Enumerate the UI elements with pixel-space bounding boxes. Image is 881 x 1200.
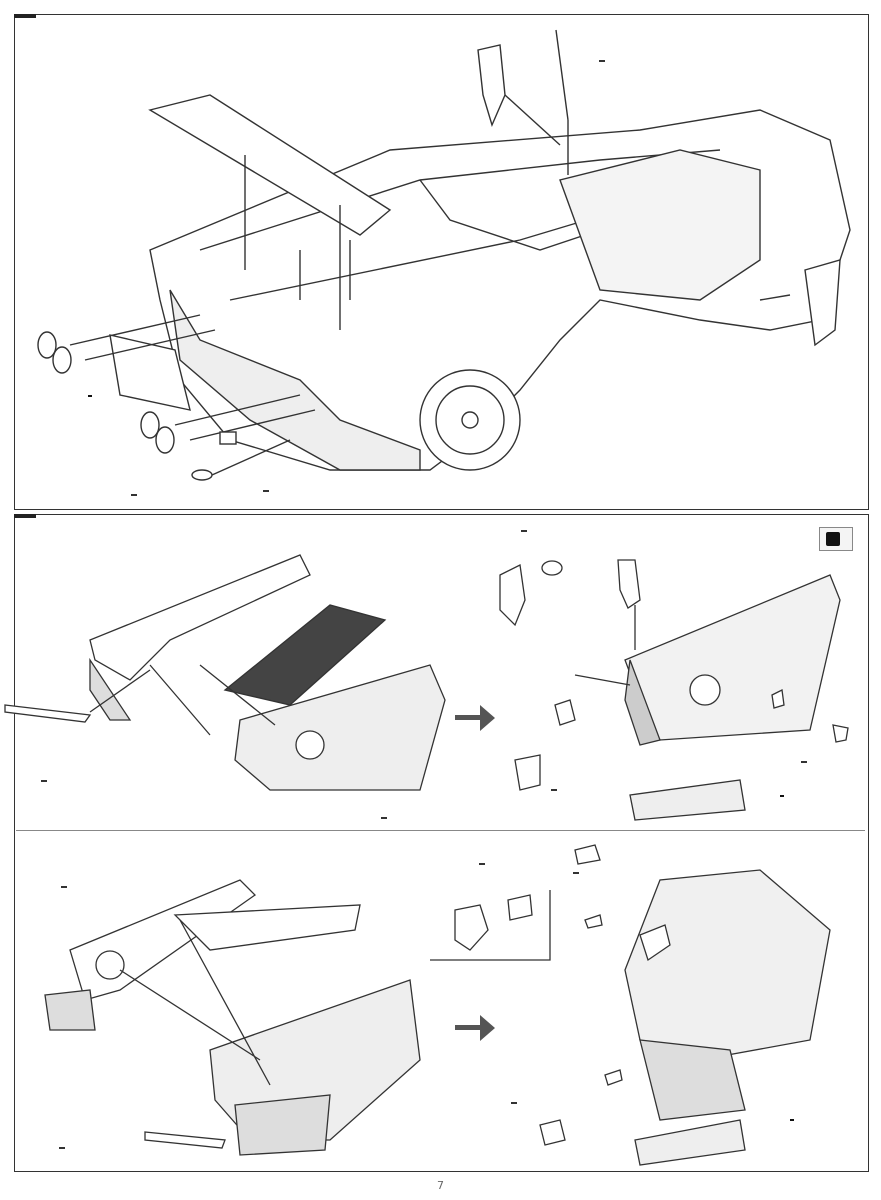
f7-h: [40, 771, 47, 786]
k2-h-box: [263, 490, 269, 492]
part-a4: [60, 876, 67, 891]
door-divider: [16, 830, 865, 831]
a3-h: [380, 808, 387, 823]
part-e20: [572, 862, 579, 877]
part-d3: [598, 50, 605, 65]
a5-num: [88, 386, 92, 401]
section-door-header: [14, 514, 36, 518]
door-open-note: [819, 527, 853, 551]
e19-h: [800, 752, 807, 767]
part-k2: [262, 480, 269, 495]
a1-h: [130, 485, 137, 500]
b8-num: [790, 1110, 794, 1125]
section-top-header: [14, 14, 36, 18]
part-e15: [478, 853, 485, 868]
open-state-icon: [826, 532, 840, 546]
page-number: 7: [437, 1179, 444, 1192]
part-b7: [780, 785, 784, 800]
d3-h-box: [599, 60, 605, 62]
part-e17: [510, 1092, 517, 1107]
e18-h: [550, 780, 557, 795]
part-f8: [58, 1137, 65, 1152]
part-e16: [520, 520, 527, 535]
